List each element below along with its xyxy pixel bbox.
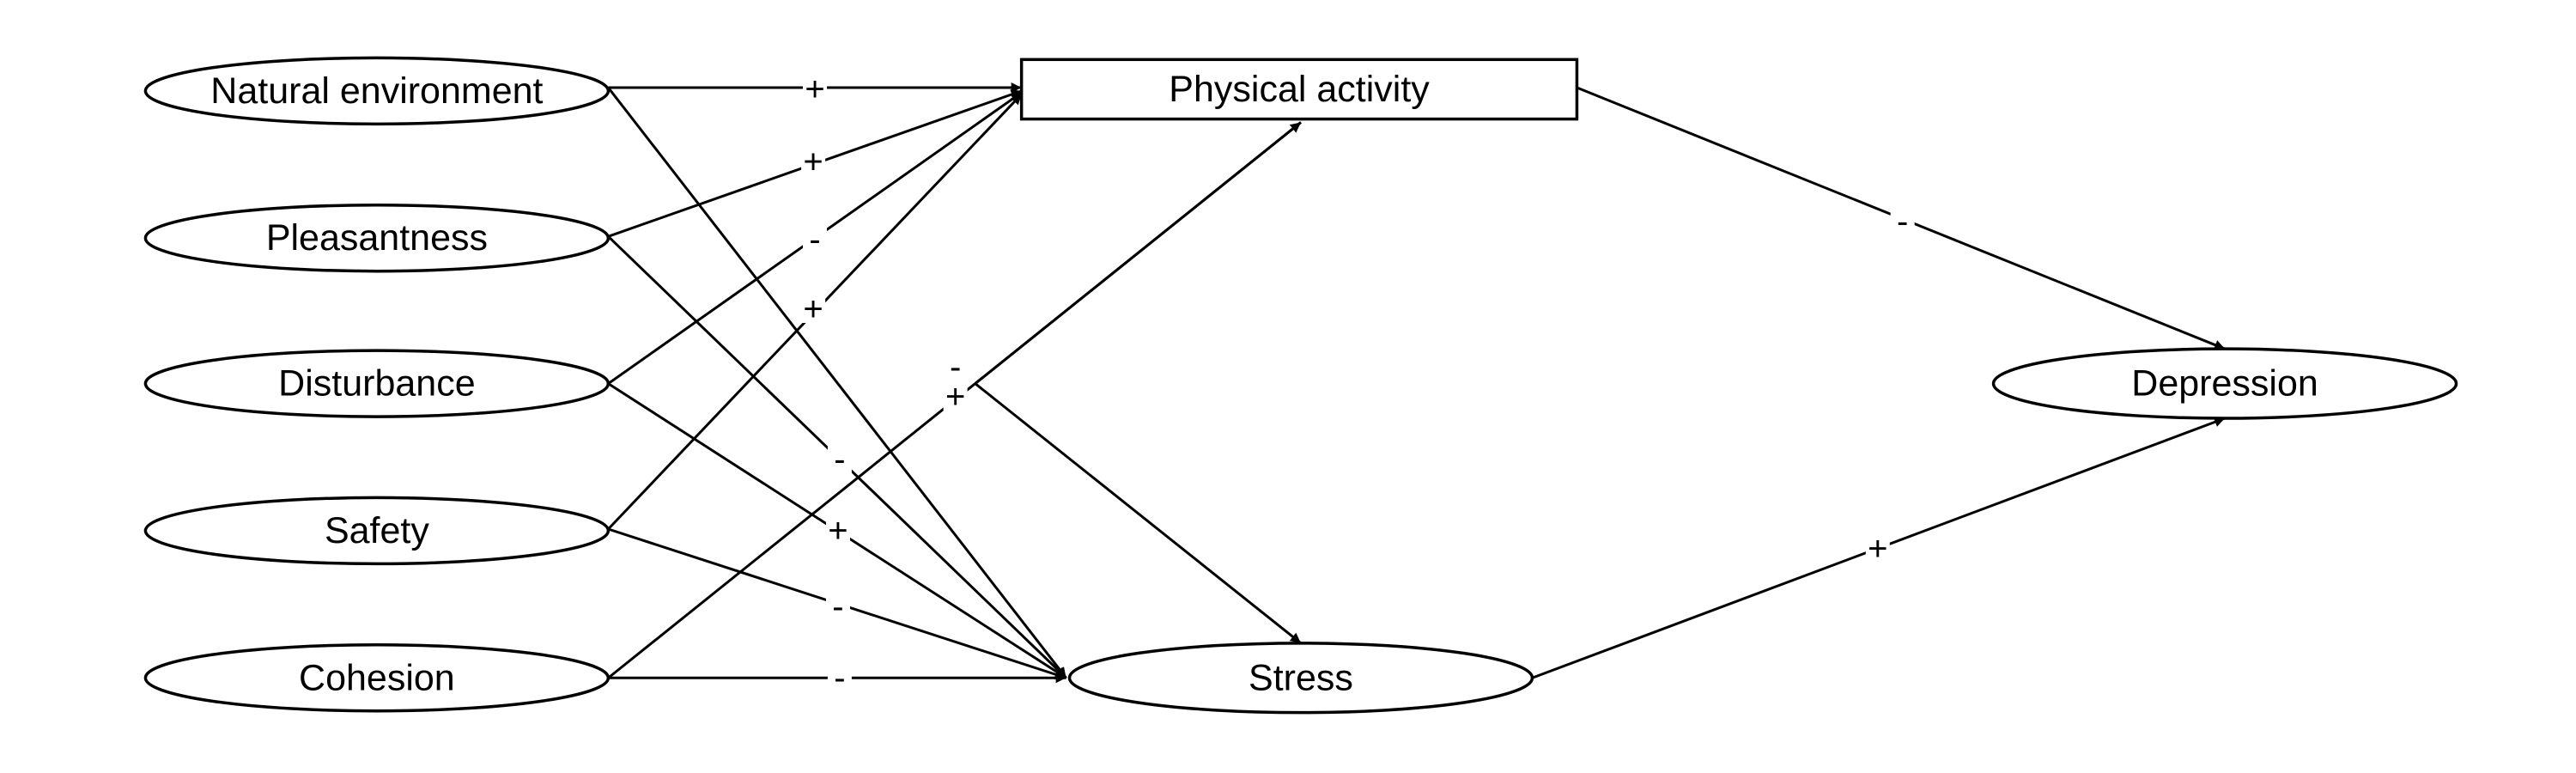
node-disturbance: Disturbance [143,349,611,418]
node-disturbance-label: Disturbance [278,363,475,405]
edge-sign-pleasantness-to-stress: - [834,441,845,478]
edge-sign-backdrop [825,516,850,545]
node-depression-label: Depression [2131,363,2318,405]
edge-sign-cohesion-to-physical-activity: + [945,378,965,416]
edge-sign-backdrop [943,353,968,381]
edge-sign-stress-to-depression: + [1868,530,1887,568]
edge-sign-pleasantness-to-physical-activity: + [803,143,823,181]
node-natural-environment: Natural environment [143,56,611,126]
edge-sign-backdrop [1865,535,1890,563]
node-pleasantness: Pleasantness [143,203,611,273]
edge-sign-safety-to-stress: - [832,587,843,625]
node-disturbance-ellipse [143,349,611,418]
node-stress: Stress [1067,642,1534,715]
edge-sign-cohesion-to-stress: - [834,659,845,697]
edge-sign-natural-environment-to-physical-activity: + [805,70,824,108]
edge-sign-backdrop [803,75,828,103]
node-physical-activity-box [1019,58,1579,121]
node-stress-label: Stress [1249,657,1353,698]
edge-sign-backdrop [1890,207,1915,235]
edge-sign-backdrop [827,446,852,474]
edge-physical-activity-to-stress-segment [974,121,1302,385]
edge-sign-backdrop [801,148,826,176]
node-depression: Depression [1991,347,2458,420]
edge-sign-backdrop [825,593,850,621]
node-cohesion-label: Cohesion [299,657,455,698]
edge-physical-activity-to-stress [974,382,1302,644]
edge-sign-backdrop [803,226,828,254]
node-pleasantness-ellipse [143,203,611,273]
edge-sign-disturbance-to-physical-activity: - [809,221,820,259]
node-cohesion: Cohesion [143,643,611,713]
node-physical-activity: Physical activity [1019,58,1579,121]
sign-layer: +-+--++-+--+ [801,70,1915,697]
node-cohesion-ellipse [143,643,611,713]
edge-sign-backdrop [827,664,852,692]
node-layer: Natural environmentPleasantnessDisturban… [143,56,2458,715]
edge-layer [607,82,2226,684]
node-stress-ellipse [1067,642,1534,715]
edge-natural-environment-to-stress [607,87,1067,679]
node-depression-ellipse [1991,347,2458,420]
node-physical-activity-label: Physical activity [1169,69,1430,110]
edge-sign-physical-activity-to-depression: - [1897,203,1908,240]
node-safety-label: Safety [325,510,429,551]
edge-sign-backdrop [801,295,826,323]
edge-sign-backdrop [943,383,968,411]
node-natural-environment-label: Natural environment [210,70,543,112]
node-safety-ellipse [143,496,611,566]
node-pleasantness-label: Pleasantness [266,217,488,259]
edge-sign-disturbance-to-stress: + [828,512,848,550]
edge-sign-safety-to-physical-activity: + [803,290,823,328]
node-natural-environment-ellipse [143,56,611,126]
edge-sign-natural-environment-to-stress: - [950,348,961,386]
node-safety: Safety [143,496,611,566]
